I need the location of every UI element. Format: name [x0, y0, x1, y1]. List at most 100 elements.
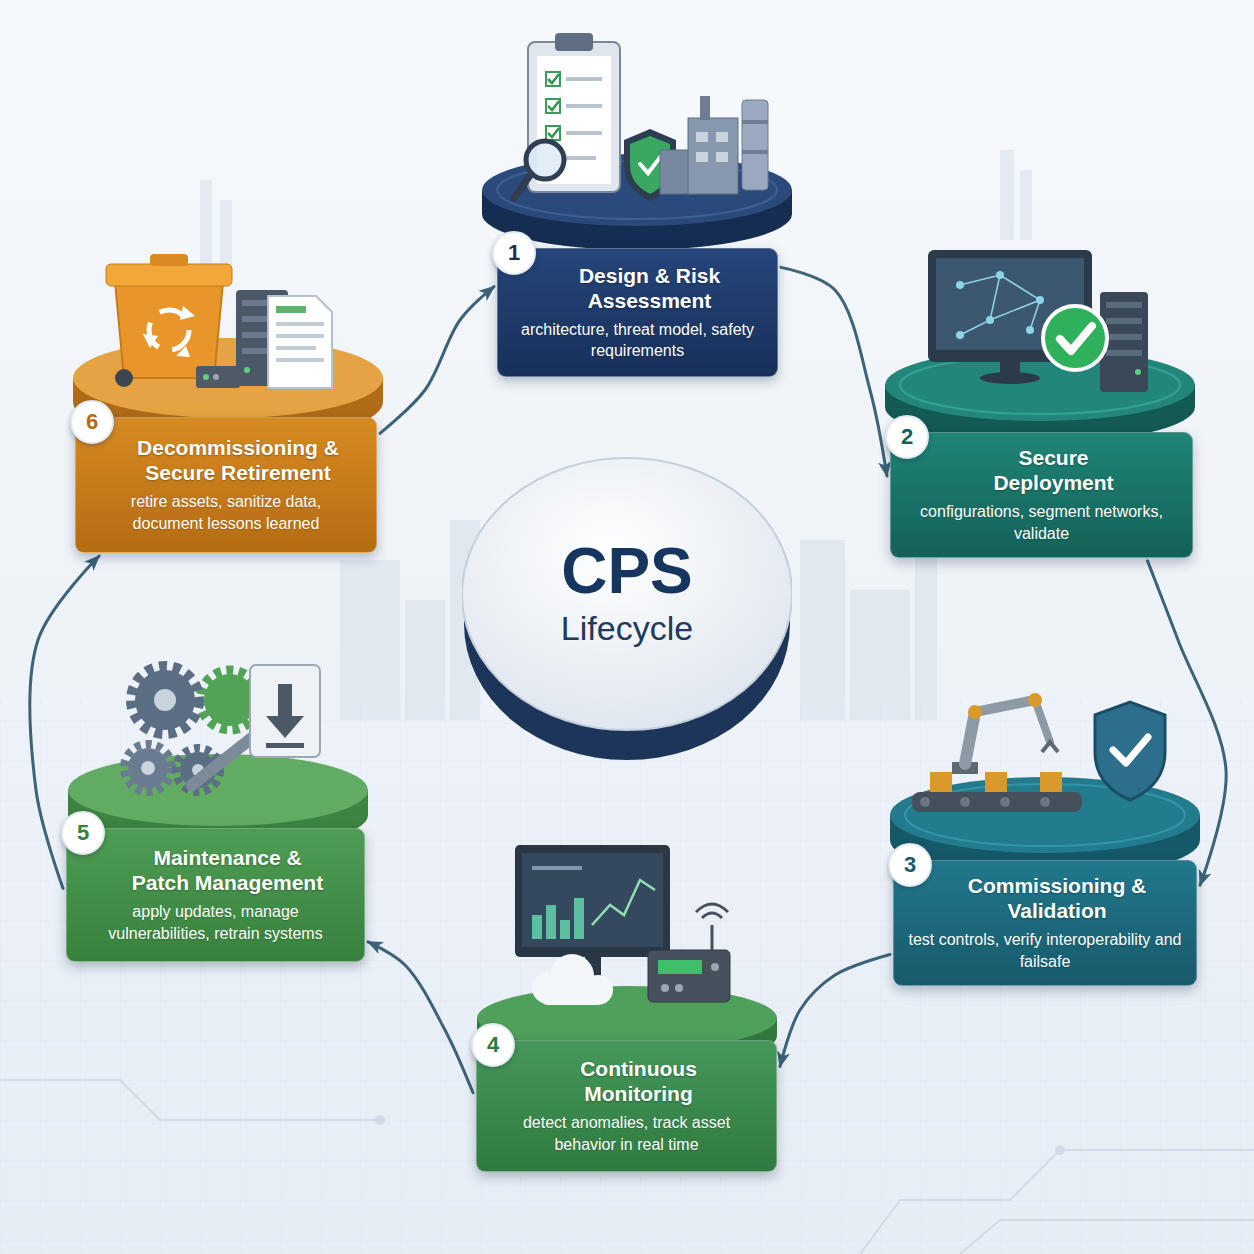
conveyor-robot: [930, 772, 952, 792]
monitor-icon: [1036, 296, 1044, 304]
recycle-bin: [115, 282, 223, 378]
city-silhouette: [850, 590, 910, 720]
plant-machine: [660, 96, 768, 194]
document-icon: [276, 334, 324, 338]
flow-arrow: [781, 267, 887, 476]
hub-circle: CPS Lifecycle: [462, 452, 792, 782]
dashboard-icon: [515, 845, 670, 957]
step-description: retire assets, sanitize data, document l…: [99, 491, 354, 534]
dashboard-icon: [522, 853, 663, 947]
stage-box: 5Maintenance & Patch Managementapply upd…: [66, 828, 365, 962]
cloud-icon: [540, 988, 602, 1005]
shield-icon: [1095, 702, 1165, 800]
plant-machine: [716, 132, 728, 142]
monitor-icon: [990, 275, 1000, 320]
download-icon: [250, 665, 320, 757]
step-number: 1: [508, 242, 520, 264]
city-silhouette: [800, 540, 845, 720]
city-silhouette: [220, 200, 232, 270]
number-badge: 5: [61, 811, 105, 855]
step-title: Maintenance & Patch Management: [123, 845, 333, 895]
number-badge: 6: [70, 400, 114, 444]
dashboard-icon: [532, 915, 542, 939]
conveyor-robot: [1042, 742, 1058, 752]
clipboard-icon: [566, 156, 596, 160]
city-silhouette: [340, 560, 400, 720]
step-number: 5: [77, 822, 89, 844]
circuit-lines: [1056, 1146, 1064, 1154]
recycle-bin: [150, 254, 188, 266]
step-description: test controls, verify interoperability a…: [905, 929, 1185, 972]
step-number: 2: [901, 426, 913, 448]
stage-box: 4Continuous Monitoringdetect anomalies, …: [476, 1040, 777, 1172]
dashboard-icon: [546, 905, 556, 939]
document-icon: [276, 358, 324, 362]
conveyor-robot: [985, 772, 1007, 792]
step-number: 3: [904, 854, 916, 876]
small-device: [213, 374, 219, 380]
clipboard-icon: [548, 128, 559, 137]
document-icon: [276, 346, 316, 350]
number-badge: 2: [885, 415, 929, 459]
sensor-device: [696, 904, 728, 912]
gears-icon: [154, 689, 176, 711]
step-number: 6: [86, 411, 98, 433]
check-icon: [1060, 326, 1092, 351]
monitor-icon: [996, 271, 1004, 279]
step-description: apply updates, manage vulnerabilities, r…: [80, 901, 352, 944]
step-title: Design & Risk Assessment: [535, 263, 765, 313]
circuit-lines: [376, 1116, 384, 1124]
city-silhouette: [200, 180, 212, 270]
monitor-icon: [986, 316, 994, 324]
gears-icon: [141, 761, 155, 775]
flow-arrow: [380, 287, 494, 434]
circuit-lines: [860, 1150, 1254, 1254]
gears-icon: [128, 748, 168, 788]
recycle-bin: [176, 346, 190, 357]
magnifier-icon: [514, 174, 531, 198]
conveyor-robot: [912, 693, 1082, 812]
city-silhouette: [1020, 170, 1032, 240]
conveyor-robot: [968, 705, 982, 719]
conveyor-robot: [920, 797, 930, 807]
flow-arrow: [368, 942, 473, 1093]
clipboard-icon: [546, 72, 560, 86]
step-title: Decommissioning & Secure Retirement: [118, 435, 358, 485]
step-title: Secure Deployment: [964, 445, 1144, 495]
monitor-icon: [1026, 326, 1034, 334]
small-device: [196, 366, 240, 388]
clipboard-icon: [566, 131, 602, 135]
download-icon: [250, 665, 320, 757]
background-grid: [0, 700, 1254, 1254]
sensor-device: [661, 984, 669, 992]
stage-box: 6Decommissioning & Secure Retirementreti…: [75, 417, 377, 553]
monitor-icon: [956, 331, 964, 339]
clipboard-icon: [566, 104, 602, 108]
server-icon: [1106, 302, 1142, 308]
download-icon: [266, 743, 304, 748]
cloud-icon: [532, 954, 613, 1005]
plant-machine: [742, 150, 768, 154]
hub-title: CPS: [561, 539, 693, 603]
shield-icon: [1095, 702, 1165, 800]
conveyor-robot: [1040, 797, 1050, 807]
retirement-pedestal: [73, 338, 383, 418]
sensor-device: [702, 913, 722, 918]
plant-machine: [688, 118, 738, 194]
monitor-icon: [960, 275, 1040, 335]
step-title: Continuous Monitoring: [559, 1056, 719, 1106]
plant-machine: [742, 120, 768, 124]
plant-machine: [696, 132, 708, 142]
plant-machine: [700, 96, 710, 120]
city-silhouette: [1000, 150, 1014, 240]
server-icon: [1106, 318, 1142, 324]
hub-subtitle: Lifecycle: [561, 609, 693, 648]
sensor-device: [648, 904, 730, 1002]
step-number: 4: [487, 1034, 499, 1056]
sensor-device: [648, 950, 730, 1002]
recycle-bin: [143, 334, 158, 348]
clipboard-icon: [566, 77, 602, 81]
